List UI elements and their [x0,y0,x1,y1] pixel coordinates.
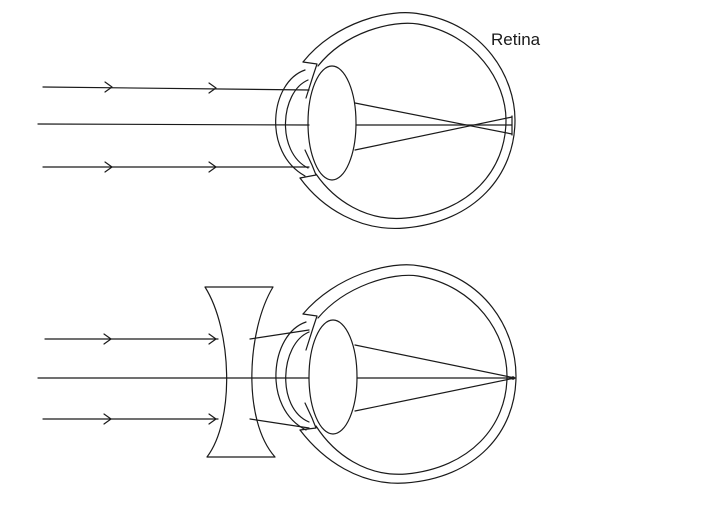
bottom-focal-point [511,376,515,380]
top-ray-upper-arrow-1 [104,81,113,93]
bottom-eye-lens [308,319,358,435]
bottom-diverged-ray-upper [249,329,310,340]
bottom-cornea-inner [285,331,310,423]
top-refracted-ray-2 [354,116,513,151]
bottom-ray-lower-arrow-2 [208,413,217,425]
bottom-ray-lower-arrow-1 [103,413,112,425]
bottom-ray-upper-arrow-2 [208,333,217,345]
top-ray-upper [42,86,310,91]
concave-corrective-lens [204,286,276,458]
top-eyeball-inner-wall [315,22,507,220]
top-refracted-ray-1 [354,102,513,135]
top-ray-lower-arrow-1 [104,161,113,173]
bottom-cornea-outer [275,321,307,431]
bottom-iris-upper [302,313,318,351]
bottom-iris-lower [299,402,317,431]
top-cornea-inner [284,79,309,169]
top-eyeball-outer-wall [299,12,516,230]
top-cornea-outer [275,69,306,177]
top-ray-upper-arrow-2 [208,82,217,94]
top-iris-upper [302,61,318,99]
uncorrected-eye-group: Retina [37,12,541,230]
bottom-refracted-ray-2 [354,377,516,412]
top-ray-middle [37,123,310,126]
top-iris-lower [299,149,317,179]
bottom-refracted-ray-1 [354,344,516,379]
corrected-eye-group [37,264,517,484]
bottom-diverged-ray-lower [249,418,310,429]
top-ray-lower-arrow-2 [208,161,217,173]
bottom-ray-upper-arrow-1 [103,333,112,345]
top-eye-lens [307,65,357,181]
bottom-eyeball-outer-wall [299,264,517,484]
retina-label: Retina [491,30,541,49]
